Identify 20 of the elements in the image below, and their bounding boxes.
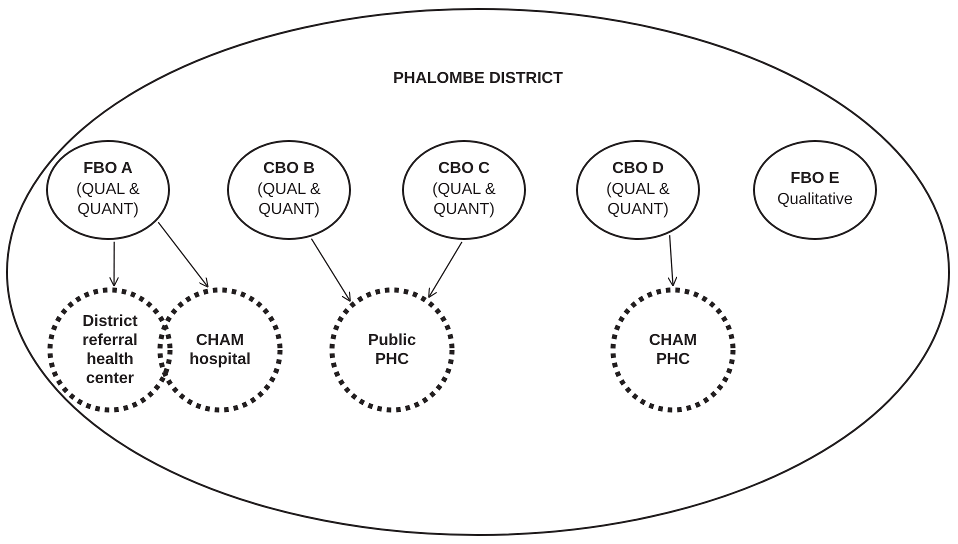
arrow: [109, 242, 120, 287]
arrow: [667, 235, 678, 287]
study-method: (QUAL & QUANT): [605, 180, 671, 220]
facility-name: CHAM PHC: [648, 330, 698, 370]
region-title: PHALOMBE DISTRICT: [392, 70, 564, 88]
facility-name: Public PHC: [366, 330, 417, 370]
study-method: (QUAL & QUANT): [75, 180, 141, 220]
organization-name: CBO D: [612, 158, 664, 179]
study-method: (QUAL & QUANT): [256, 180, 322, 220]
arrow: [310, 238, 351, 302]
facility-name: CHAM hospital: [188, 330, 252, 370]
organization-name: FBO A: [83, 158, 133, 179]
arrow: [158, 222, 209, 288]
organization-name: CBO B: [263, 158, 315, 179]
organization-name: CBO C: [438, 158, 490, 179]
facility-name: District referral health center: [81, 312, 139, 388]
organization-name: FBO E: [790, 169, 840, 190]
study-method: (QUAL & QUANT): [431, 180, 497, 220]
arrow: [428, 242, 462, 298]
study-method: Qualitative: [776, 190, 854, 210]
